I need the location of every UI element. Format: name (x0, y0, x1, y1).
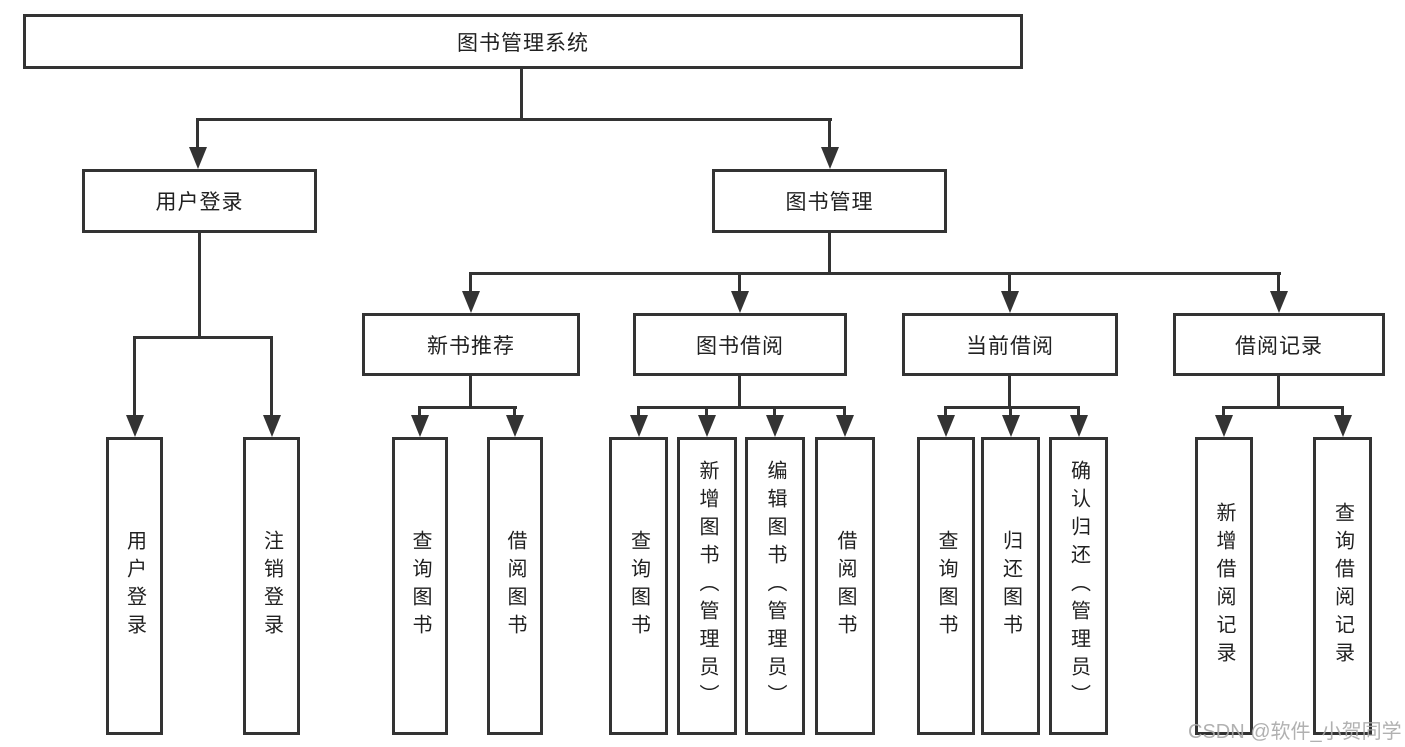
arrowhead-down-icon (126, 415, 144, 437)
arrowhead-down-icon (698, 415, 716, 437)
arrowhead-down-icon (1002, 415, 1020, 437)
node-root-label: 图书管理系统 (457, 31, 589, 55)
connector-root-rail (196, 118, 832, 121)
connector-leaf-stub (1341, 406, 1344, 419)
leaf-br-query-record-label: 查询借阅记录 (1331, 502, 1354, 670)
connector-book-borrow-stem (738, 376, 741, 409)
leaf-cb-return-books-label: 归还图书 (999, 530, 1022, 642)
arrowhead-down-icon (1270, 291, 1288, 313)
arrowhead-down-icon (731, 291, 749, 313)
arrowhead-down-icon (411, 415, 429, 437)
leaf-bb-borrow-books: 借阅图书 (815, 437, 875, 735)
leaf-br-query-record: 查询借阅记录 (1313, 437, 1372, 735)
arrowhead-down-icon (189, 147, 207, 169)
leaf-bb-borrow-books-label: 借阅图书 (834, 530, 856, 642)
connector-current-borrow-rail (944, 406, 1080, 409)
leaf-cb-confirm-return-admin: 确认归还（管理员） (1049, 437, 1108, 735)
connector-leaf-stub (1222, 406, 1225, 419)
arrowhead-down-icon (506, 415, 524, 437)
arrowhead-down-icon (836, 415, 854, 437)
connector-leaf-stub (705, 406, 708, 419)
connector-root-stem (520, 68, 523, 119)
connector-leaf-stub (1077, 406, 1080, 419)
leaf-cb-query-books-label: 查询图书 (935, 530, 957, 642)
connector-user-login-stem (198, 233, 201, 339)
arrowhead-down-icon (821, 147, 839, 169)
leaf-rec-borrow-books: 借阅图书 (487, 437, 543, 735)
node-book-borrow-label: 图书借阅 (696, 334, 784, 358)
arrowhead-down-icon (630, 415, 648, 437)
csdn-watermark: CSDN @软件_小贺同学 (1188, 721, 1402, 743)
arrowhead-down-icon (766, 415, 784, 437)
leaf-bb-add-books-admin: 新增图书（管理员） (677, 437, 737, 735)
node-new-book-rec-label: 新书推荐 (427, 334, 515, 358)
connector-user-login-stub (196, 118, 199, 148)
leaf-cb-query-books: 查询图书 (917, 437, 975, 735)
leaf-logout-label: 注销登录 (260, 530, 283, 642)
node-book-mgmt-branch-label: 图书管理 (785, 191, 874, 214)
leaf-br-add-record: 新增借阅记录 (1195, 437, 1253, 735)
connector-level3-stub (1008, 272, 1011, 294)
arrowhead-down-icon (1001, 291, 1019, 313)
connector-leaf-stub (1009, 406, 1012, 419)
connector-book-mgmt-rail (469, 272, 1281, 275)
connector-borrow-records-rail (1222, 406, 1344, 409)
node-book-mgmt-branch: 图书管理 (712, 169, 947, 233)
connector-book-mgmt-stem (828, 233, 831, 275)
leaf-cb-confirm-return-admin-label: 确认归还（管理员） (1067, 460, 1090, 712)
leaf-rec-borrow-books-label: 借阅图书 (504, 530, 526, 642)
node-book-borrow: 图书借阅 (633, 313, 847, 376)
leaf-logout: 注销登录 (243, 437, 300, 735)
leaf-bb-edit-books-admin: 编辑图书（管理员） (745, 437, 805, 735)
node-user-login-branch: 用户登录 (82, 169, 317, 233)
node-user-login-branch-label: 用户登录 (155, 191, 244, 214)
connector-book-mgmt-stub (828, 118, 831, 148)
connector-leaf-stub (944, 406, 947, 419)
connector-leaf-stub (773, 406, 776, 419)
leaf-bb-query-books-label: 查询图书 (627, 530, 650, 642)
arrowhead-down-icon (462, 291, 480, 313)
arrowhead-down-icon (263, 415, 281, 437)
arrowhead-down-icon (1334, 415, 1352, 437)
connector-leaf-stub (133, 336, 136, 418)
leaf-bb-edit-books-admin-label: 编辑图书（管理员） (764, 460, 786, 712)
connector-level3-stub (738, 272, 741, 294)
node-current-borrow: 当前借阅 (902, 313, 1118, 376)
connector-leaf-stub (418, 406, 421, 419)
connector-leaf-stub (513, 406, 516, 419)
leaf-cb-return-books: 归还图书 (981, 437, 1040, 735)
node-current-borrow-label: 当前借阅 (966, 334, 1054, 358)
node-root: 图书管理系统 (23, 14, 1023, 69)
connector-current-borrow-stem (1008, 376, 1011, 409)
connector-level3-stub (1277, 272, 1280, 294)
leaf-br-add-record-label: 新增借阅记录 (1213, 502, 1235, 670)
arrowhead-down-icon (1215, 415, 1233, 437)
connector-leaf-stub (270, 336, 273, 418)
leaf-rec-query-books: 查询图书 (392, 437, 448, 735)
leaf-user-login: 用户登录 (106, 437, 163, 735)
leaf-user-login-label: 用户登录 (123, 530, 146, 642)
connector-book-borrow-rail (637, 406, 846, 409)
connector-borrow-records-stem (1277, 376, 1280, 409)
connector-user-login-rail (133, 336, 273, 339)
leaf-bb-query-books: 查询图书 (609, 437, 668, 735)
node-borrow-records-label: 借阅记录 (1235, 334, 1323, 358)
leaf-bb-add-books-admin-label: 新增图书（管理员） (696, 460, 718, 712)
node-new-book-rec: 新书推荐 (362, 313, 580, 376)
connector-level3-stub (469, 272, 472, 294)
leaf-rec-query-books-label: 查询图书 (409, 530, 431, 642)
connector-new-book-rec-rail (418, 406, 517, 409)
arrowhead-down-icon (1070, 415, 1088, 437)
node-borrow-records: 借阅记录 (1173, 313, 1385, 376)
arrowhead-down-icon (937, 415, 955, 437)
connector-leaf-stub (843, 406, 846, 419)
connector-leaf-stub (637, 406, 640, 419)
connector-new-book-rec-stem (469, 376, 472, 409)
